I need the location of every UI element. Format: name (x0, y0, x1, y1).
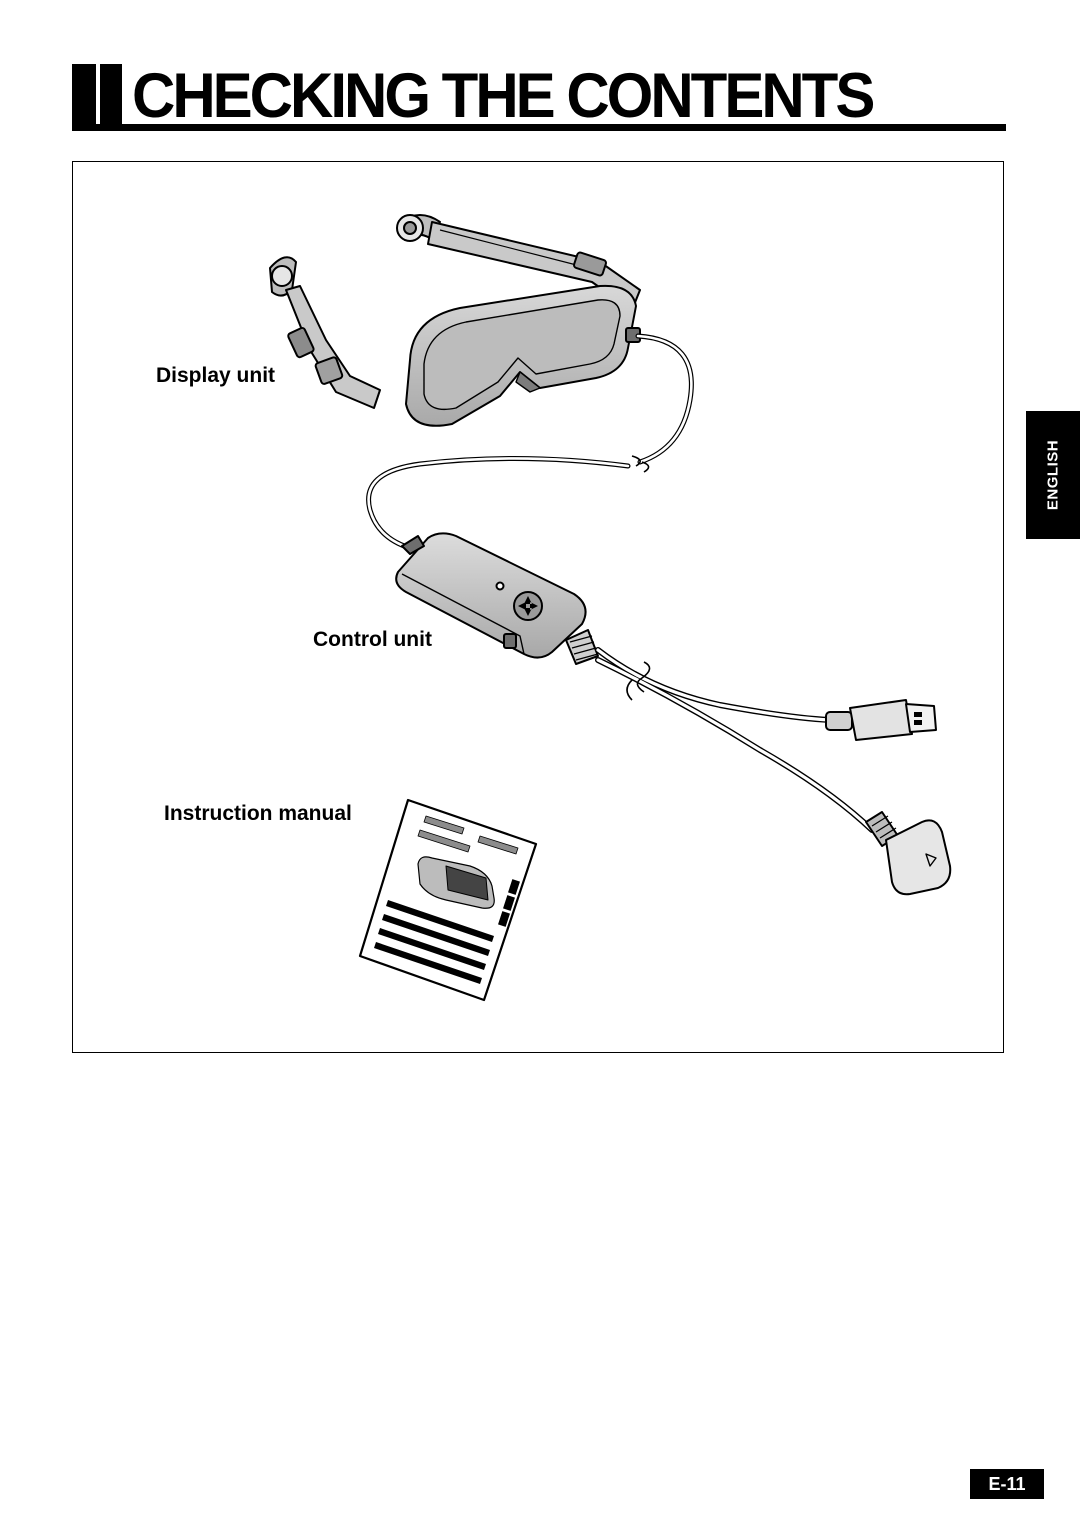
title-underline (72, 124, 1006, 131)
usb-plug-image (825, 699, 937, 741)
control-unit-image (395, 532, 599, 665)
page-number: E-11 (970, 1469, 1044, 1499)
av-connector-image (865, 811, 952, 896)
control-unit-label: Control unit (313, 628, 432, 651)
instruction-manual-image (358, 798, 538, 1002)
display-unit-label: Display unit (156, 364, 276, 387)
language-tab-label: ENGLISH (1044, 439, 1062, 511)
cable-break-mark (631, 455, 650, 473)
title-marker-block-2 (100, 64, 122, 124)
contents-frame (72, 161, 1004, 1053)
language-tab: ENGLISH (1026, 411, 1080, 539)
title-marker-block (72, 64, 96, 124)
display-unit-image (269, 214, 641, 427)
instruction-manual-label: Instruction manual (164, 802, 352, 825)
page-title: CHECKING THE CONTENTS (132, 60, 875, 131)
split-cable-break-mark (626, 661, 651, 701)
